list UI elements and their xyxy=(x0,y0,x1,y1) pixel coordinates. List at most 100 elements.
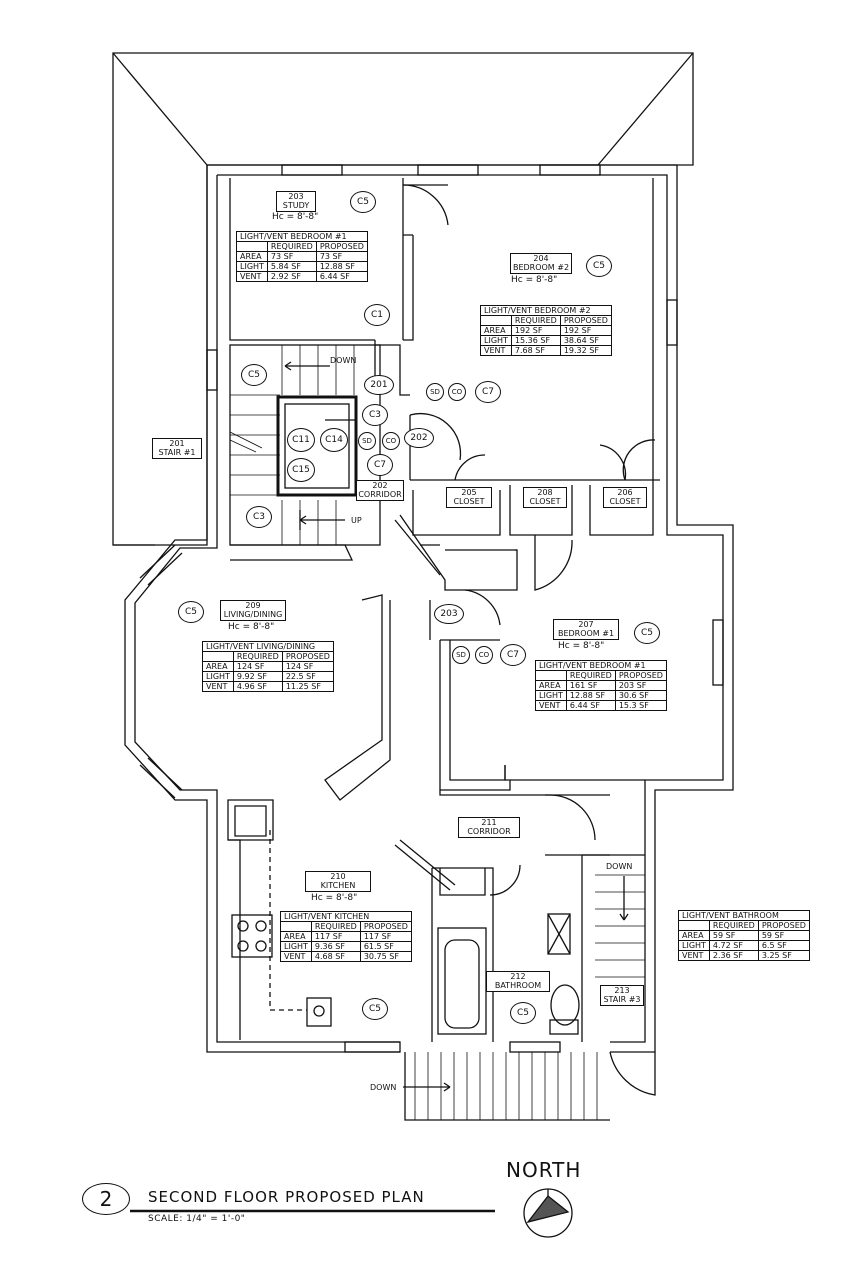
cell: 5.84 SF xyxy=(266,261,317,272)
tag-c5-stair: C5 xyxy=(241,364,267,386)
tag-c5-kitchen: C5 xyxy=(362,998,388,1020)
row-label: AREA xyxy=(480,325,512,336)
stair-up-label: UP xyxy=(351,516,362,525)
cell: 30.75 SF xyxy=(359,951,412,962)
room-number: 207 xyxy=(578,620,594,629)
tag-co: CO xyxy=(448,383,466,401)
room-label-205: 205 CLOSET xyxy=(446,487,492,508)
cell: 4.72 SF xyxy=(708,940,759,951)
room-label-207: 207 BEDROOM #1 xyxy=(553,619,619,640)
north-label: NORTH xyxy=(506,1158,582,1182)
tag-sd: SD xyxy=(452,646,470,664)
room-number: 206 xyxy=(617,488,633,497)
row-label: AREA xyxy=(535,680,567,691)
entry-stair-down-label: DOWN xyxy=(370,1083,397,1092)
tag-c1: C1 xyxy=(364,304,390,326)
tag-door-203: 203 xyxy=(434,604,464,624)
room-label-213: 213 STAIR #3 xyxy=(600,985,644,1006)
tag-door-201: 201 xyxy=(364,375,394,395)
ceiling-height-207: Hc = 8'-8" xyxy=(558,641,605,651)
cell: 7.68 SF xyxy=(510,345,561,356)
col-proposed: PROPOSED xyxy=(315,241,368,252)
row-label: LIGHT xyxy=(236,261,268,272)
row-label: VENT xyxy=(678,950,710,961)
cell: 192 SF xyxy=(510,325,561,336)
room-label-210: 210 KITCHEN xyxy=(305,871,371,892)
row-label: VENT xyxy=(280,951,312,962)
cell: 203 SF xyxy=(614,680,667,691)
tag-c5-study: C5 xyxy=(350,191,376,213)
room-label-203: 203 STUDY xyxy=(276,191,316,212)
room-label-211: 211 CORRIDOR xyxy=(458,817,520,838)
table-title: LIGHT/VENT BEDROOM #2 xyxy=(480,305,612,316)
cell: 9.36 SF xyxy=(310,941,361,952)
ceiling-height-210: Hc = 8'-8" xyxy=(311,893,358,903)
tag-sd: SD xyxy=(426,383,444,401)
row-label: AREA xyxy=(280,931,312,942)
row-label: VENT xyxy=(236,271,268,282)
row-label: LIGHT xyxy=(678,940,710,951)
drawing-scale: SCALE: 1/4" = 1'-0" xyxy=(148,1214,246,1224)
cell: 4.68 SF xyxy=(310,951,361,962)
cell: 6.44 SF xyxy=(565,700,616,711)
row-label: AREA xyxy=(202,661,234,672)
cell: 73 SF xyxy=(315,251,368,262)
room-name: CORRIDOR xyxy=(358,490,402,499)
cell: 15.3 SF xyxy=(614,700,667,711)
room-number: 212 xyxy=(510,972,526,981)
cell: 6.44 SF xyxy=(315,271,368,282)
table-title: LIGHT/VENT LIVING/DINING xyxy=(202,641,334,652)
room-label-202: 202 CORRIDOR xyxy=(356,480,404,501)
room-number: 203 xyxy=(288,192,304,201)
row-label: LIGHT xyxy=(480,335,512,346)
room-name: BATHROOM xyxy=(494,981,542,990)
col-proposed: PROPOSED xyxy=(281,651,334,662)
cell: 19.32 SF xyxy=(559,345,612,356)
stair-down-label: DOWN xyxy=(330,356,357,365)
tag-c14: C14 xyxy=(320,428,348,452)
cell: 59 SF xyxy=(757,930,810,941)
drawing-number: 2 xyxy=(82,1183,130,1215)
cell: 2.36 SF xyxy=(708,950,759,961)
table-title: LIGHT/VENT BEDROOM #1 xyxy=(535,660,667,671)
room-name: STAIR #1 xyxy=(158,448,196,457)
cell: 4.96 SF xyxy=(232,681,283,692)
north-arrow-icon xyxy=(524,1189,572,1237)
room-number: 205 xyxy=(461,488,477,497)
stair3-down-label: DOWN xyxy=(606,862,633,871)
col-proposed: PROPOSED xyxy=(559,315,612,326)
tag-co: CO xyxy=(475,646,493,664)
cell: 6.5 SF xyxy=(757,940,810,951)
room-number: 209 xyxy=(245,601,261,610)
room-name: BEDROOM #1 xyxy=(557,629,615,638)
tag-sd: SD xyxy=(358,432,376,450)
col-required: REQUIRED xyxy=(708,920,759,931)
tag-c3: C3 xyxy=(246,506,272,528)
cell: 15.36 SF xyxy=(510,335,561,346)
table-title: LIGHT/VENT BEDROOM #1 xyxy=(236,231,368,242)
tag-door-202: 202 xyxy=(404,428,434,448)
cell: 117 SF xyxy=(310,931,361,942)
cell: 124 SF xyxy=(281,661,334,672)
row-label: LIGHT xyxy=(202,671,234,682)
room-name: BEDROOM #2 xyxy=(512,263,570,272)
drawing-title: SECOND FLOOR PROPOSED PLAN xyxy=(148,1188,425,1206)
table-title: LIGHT/VENT KITCHEN xyxy=(280,911,412,922)
room-label-212: 212 BATHROOM xyxy=(486,971,550,992)
exterior-wall xyxy=(207,164,734,1053)
cell: 11.25 SF xyxy=(281,681,334,692)
room-number: 202 xyxy=(372,481,388,490)
cell: 2.92 SF xyxy=(266,271,317,282)
col-proposed: PROPOSED xyxy=(359,921,412,932)
col-required: REQUIRED xyxy=(310,921,361,932)
row-label: VENT xyxy=(480,345,512,356)
tag-c7: C7 xyxy=(475,381,501,403)
room-label-209: 209 LIVING/DINING xyxy=(220,600,286,621)
tag-c7: C7 xyxy=(500,644,526,666)
col-required: REQUIRED xyxy=(510,315,561,326)
col-required: REQUIRED xyxy=(266,241,317,252)
